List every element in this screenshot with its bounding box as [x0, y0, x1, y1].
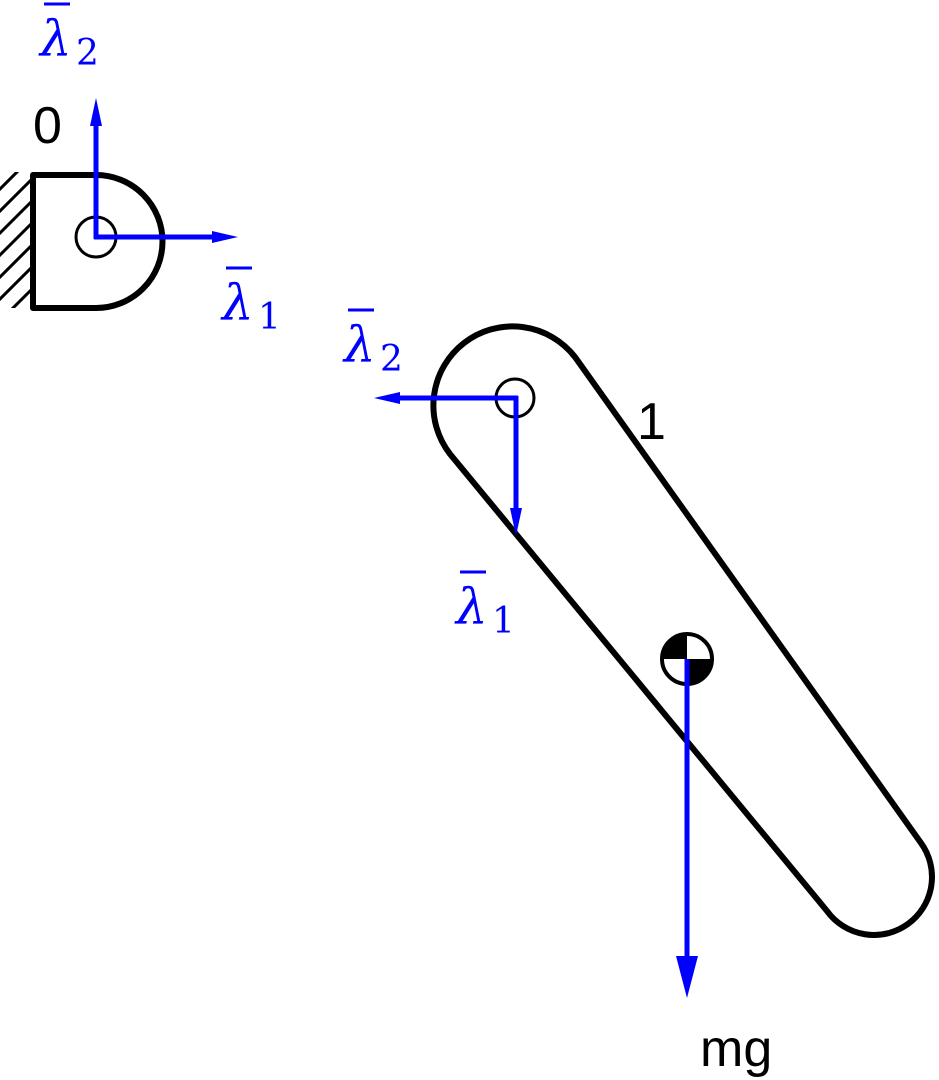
ground-frame [90, 98, 238, 243]
link-body-label: 1 [637, 393, 666, 451]
link-outline [430, 323, 935, 938]
axis-index: 1 [492, 601, 515, 642]
axis-index: 2 [76, 33, 99, 74]
link-axis1-label: λ 1 [454, 570, 515, 642]
ground-axis2-label: λ 2 [38, 2, 99, 74]
force-label: mg [700, 1020, 772, 1078]
axis-symbol: λ [342, 316, 376, 374]
axis-symbol: λ [38, 10, 72, 68]
ground-axis1-arrowhead [212, 231, 238, 243]
gravity-force [676, 659, 698, 998]
link-axis2-label: λ 2 [342, 308, 403, 380]
axis-index: 1 [258, 297, 281, 338]
link-axis1-arrowhead [510, 508, 522, 536]
axis-symbol: λ [220, 274, 254, 332]
gravity-arrowhead [676, 956, 698, 998]
ground-axis2-arrowhead [90, 98, 102, 126]
axis-index: 2 [380, 339, 403, 380]
axis-symbol: λ [454, 578, 488, 636]
link-frame [374, 392, 522, 536]
ground-support [0, 172, 166, 311]
ground-bracket [30, 172, 166, 311]
ground-body-label: 0 [33, 97, 62, 155]
link-axis2-arrowhead [374, 392, 400, 404]
ground-axis1-label: λ 1 [220, 266, 281, 338]
ground-hatch-icon [0, 172, 33, 308]
link-body [430, 323, 935, 938]
